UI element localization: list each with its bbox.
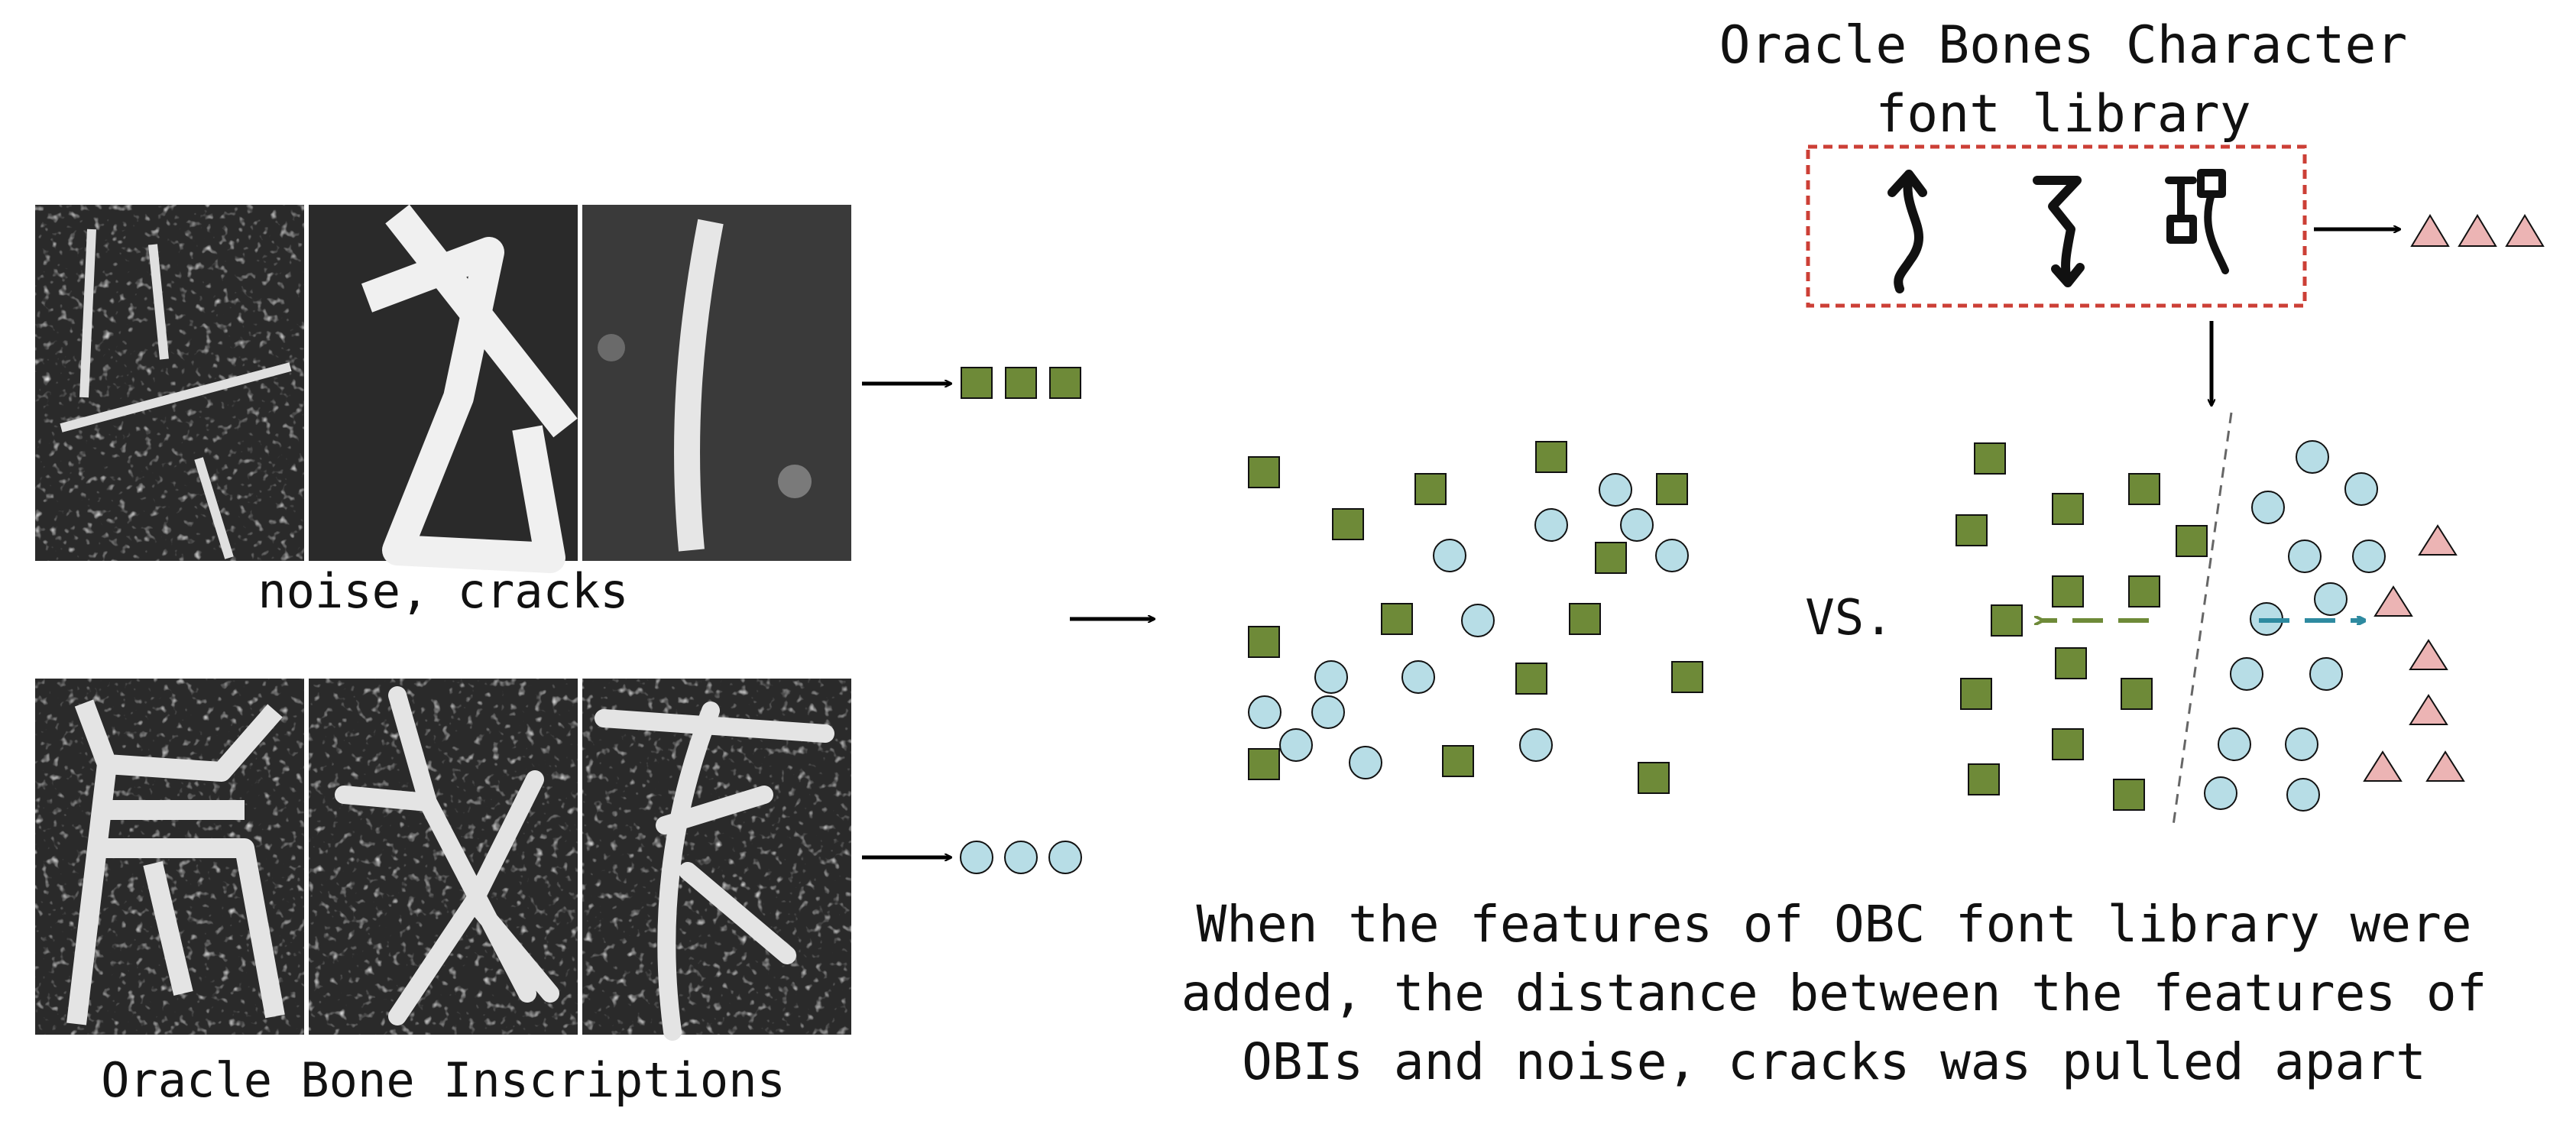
library-title-line1: Oracle Bones Character [1719,15,2408,76]
mixed-feature-space [1248,441,1703,794]
decision-boundary [2172,412,2233,826]
separated-squares [1955,442,2208,811]
separated-feature-space [1955,412,2465,826]
obi-feature-circles [960,841,1082,874]
obi-caption: Oracle Bone Inscriptions [101,1052,786,1108]
conclusion-line2: added, the distance between the features… [1181,964,2487,1022]
conclusion-line3: OBIs and noise, cracks was pulled apart [1242,1032,2426,1091]
noise-feature-squares [961,367,1081,399]
oracle-glyph-2 [2033,176,2085,287]
oracle-glyph-3 [2165,169,2229,274]
obi-image-1 [35,679,304,1035]
noise-image-strip [35,204,851,573]
mixed-squares [1248,441,1703,794]
vs-label: VS. [1805,590,1894,646]
oracle-glyph-1 [1887,170,1927,293]
obi-image-strip [35,679,851,1041]
obi-image-2 [309,679,578,1035]
separated-circles [2204,440,2386,812]
obi-image-3 [582,679,851,1041]
noise-image-2 [309,204,578,573]
separated-triangles [2363,524,2465,782]
font-library-box [1806,144,2307,308]
mixed-circles [1248,473,1689,779]
library-title-line2: font library [1875,84,2250,144]
conclusion-line1: When the features of OBC font library we… [1197,895,2472,954]
noise-image-3 [582,205,851,561]
noise-caption: noise, cracks [258,563,628,619]
noise-image-1 [35,205,304,561]
font-feature-triangles [2410,214,2545,247]
